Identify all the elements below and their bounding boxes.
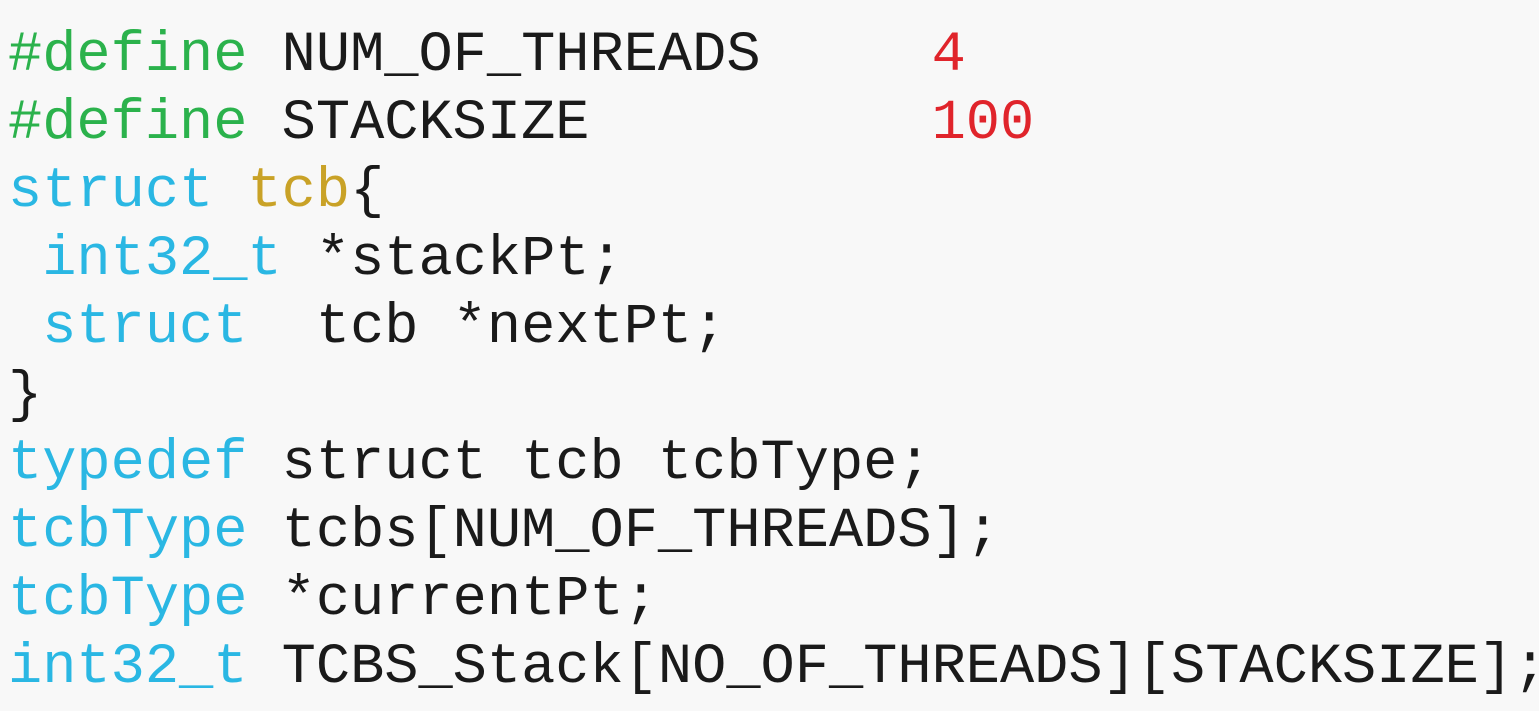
code-token-plain: TCBS_Stack[NO_OF_THREADS][STACKSIZE]; [247, 636, 1539, 700]
code-token-plain [8, 296, 42, 360]
stackpt-member-line: int32_t *stackPt; [8, 226, 1539, 294]
code-token-number: 100 [931, 92, 1035, 156]
code-token-plain [8, 228, 42, 292]
currentpt-line: tcbType *currentPt; [8, 566, 1539, 634]
code-token-plain: *stackPt; [281, 228, 624, 292]
code-token-plain: tcb *nextPt; [247, 296, 727, 360]
define-stacksize-line: #define STACKSIZE 100 [8, 90, 1539, 158]
code-block: #define NUM_OF_THREADS 4#define STACKSIZ… [8, 22, 1539, 702]
tcbs-stack-line: int32_t TCBS_Stack[NO_OF_THREADS][STACKS… [8, 634, 1539, 702]
code-token-plain: *currentPt; [247, 568, 658, 632]
tcbs-array-line: tcbType tcbs[NUM_OF_THREADS]; [8, 498, 1539, 566]
code-token-plain: { [350, 160, 385, 224]
code-token-keyword: struct [8, 160, 214, 224]
code-token-plain [213, 160, 247, 224]
code-token-keyword: int32_t [42, 228, 282, 292]
nextpt-member-line: struct tcb *nextPt; [8, 294, 1539, 362]
code-token-keyword: tcbType [8, 500, 248, 564]
code-token-plain: STACKSIZE [247, 92, 932, 156]
code-token-plain: } [8, 364, 43, 428]
struct-close-brace-line: } [8, 362, 1539, 430]
code-token-keyword: typedef [8, 432, 248, 496]
code-token-keyword: int32_t [8, 636, 248, 700]
define-num-of-threads-line: #define NUM_OF_THREADS 4 [8, 22, 1539, 90]
code-token-number: 4 [931, 24, 966, 88]
code-token-plain: struct tcb tcbType; [247, 432, 932, 496]
code-token-preprocessor: #define [8, 24, 248, 88]
code-token-plain: NUM_OF_THREADS [247, 24, 932, 88]
code-token-keyword: tcbType [8, 568, 248, 632]
code-token-preprocessor: #define [8, 92, 248, 156]
code-token-keyword: struct [42, 296, 248, 360]
struct-tcb-open-line: struct tcb{ [8, 158, 1539, 226]
code-token-plain: tcbs[NUM_OF_THREADS]; [247, 500, 1000, 564]
typedef-line: typedef struct tcb tcbType; [8, 430, 1539, 498]
code-token-struct_name: tcb [247, 160, 351, 224]
